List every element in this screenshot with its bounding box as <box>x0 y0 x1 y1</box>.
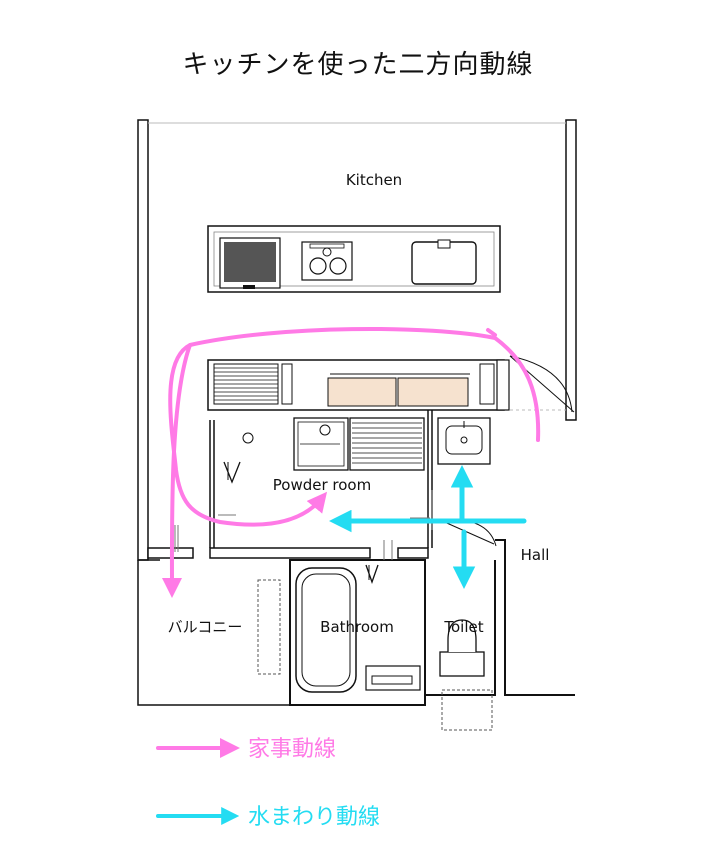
diagram-title: キッチンを使った二方向動線 <box>182 50 534 80</box>
balcony-wall <box>137 559 290 706</box>
kitchen-counter <box>207 225 501 293</box>
vent-icon <box>365 564 379 584</box>
wood-drawer <box>327 377 397 407</box>
legend-water-label: 水まわり動線 <box>248 805 380 830</box>
balcony-storage <box>257 579 281 675</box>
housework-flow <box>161 326 541 598</box>
left-outer-wall <box>137 119 149 561</box>
water-flow <box>329 465 527 589</box>
room-label-balcony: バルコニー <box>168 618 243 636</box>
room-label-hall: Hall <box>521 546 550 564</box>
room-label-toilet: Toilet <box>443 618 483 636</box>
linen-shelf <box>349 417 425 471</box>
toilet-icon <box>439 619 493 731</box>
legend: 家事動線 水まわり動線 <box>156 737 380 830</box>
wood-drawer <box>397 377 469 407</box>
legend-housework-label: 家事動線 <box>248 737 336 762</box>
room-label-kitchen: Kitchen <box>346 171 402 189</box>
bathtub-icon <box>295 567 421 693</box>
room-label-powder-room: Powder room <box>273 476 371 494</box>
storage-cabinets <box>207 359 510 411</box>
hall-wall <box>495 539 575 696</box>
powder-room-fixtures <box>223 417 491 584</box>
wall-segment <box>209 547 371 559</box>
oven-window <box>224 242 276 282</box>
right-outer-wall <box>565 119 577 421</box>
vent-icon <box>223 461 241 484</box>
toilet-wall <box>424 560 496 696</box>
wall-segment <box>397 547 429 559</box>
bathroom-wall <box>289 559 426 706</box>
room-label-bathroom: Bathroom <box>320 618 394 636</box>
water-heater-icon <box>242 432 254 444</box>
